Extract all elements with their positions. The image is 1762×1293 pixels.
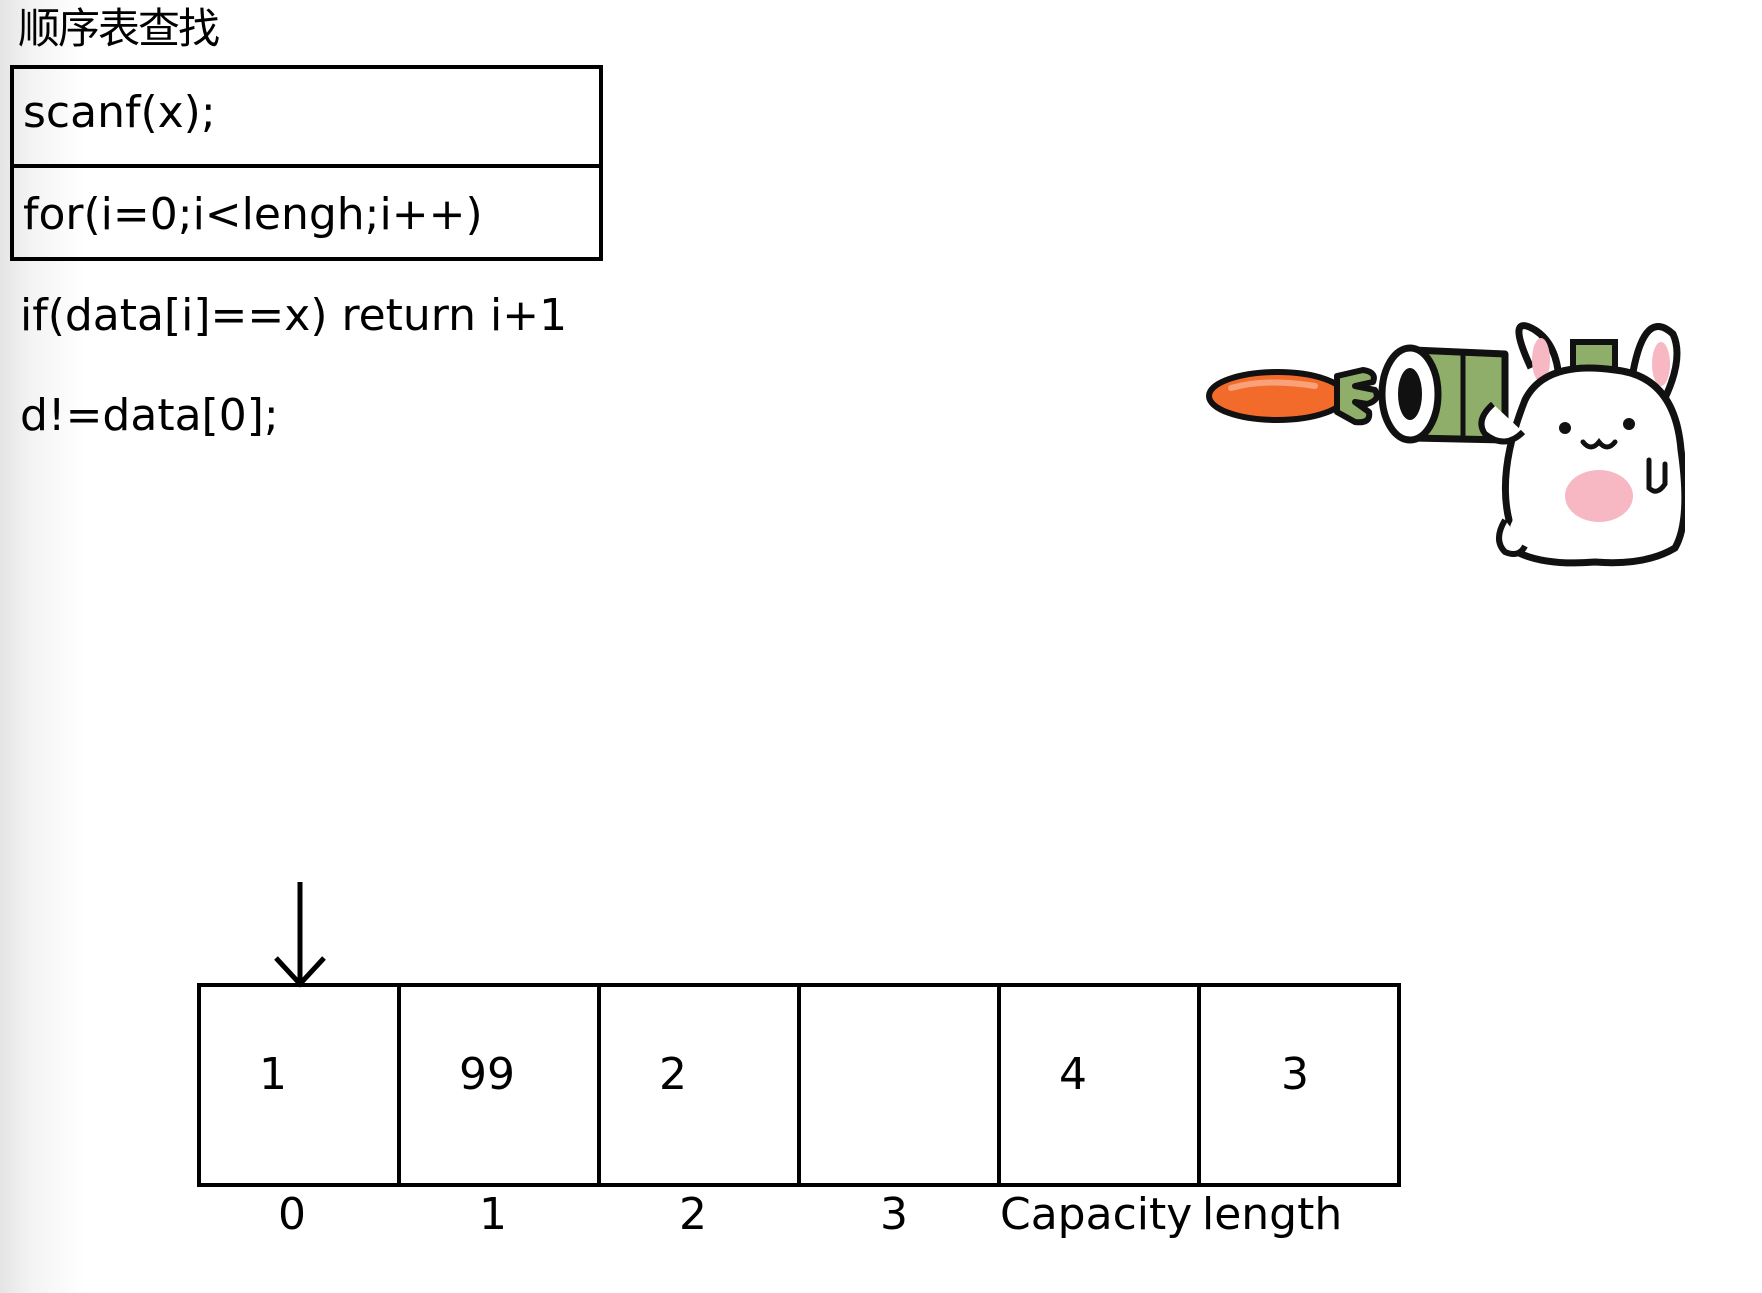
array-cell-value: 3 <box>1281 1049 1309 1100</box>
code-line-for: for(i=0;i<lengh;i++) <box>23 189 483 240</box>
code-line-scanf: scanf(x); <box>23 87 216 138</box>
array-index-label: 2 <box>679 1189 707 1240</box>
array-cell-value: 99 <box>459 1049 515 1100</box>
bunny-icon <box>1478 322 1685 567</box>
array-index-label: 3 <box>880 1189 908 1240</box>
array-cell-value: 2 <box>659 1049 687 1100</box>
array-cell: 4 <box>1001 987 1201 1183</box>
page-title: 顺序表查找 <box>18 4 220 53</box>
array-cell: 2 <box>601 987 801 1183</box>
sequence-table-array: 1 99 2 4 3 <box>197 983 1401 1187</box>
array-cell: 1 <box>201 987 401 1183</box>
array-index-label: 0 <box>278 1189 306 1240</box>
code-line-assign: d!=data[0]; <box>20 390 279 441</box>
array-index-label: Capacity <box>1000 1189 1193 1240</box>
array-cell: 3 <box>1201 987 1397 1183</box>
code-box-divider <box>14 164 599 168</box>
array-index-label: length <box>1202 1189 1343 1240</box>
array-index-label: 1 <box>479 1189 507 1240</box>
array-cell-value: 1 <box>259 1049 287 1100</box>
array-cell: 99 <box>401 987 601 1183</box>
carrot-icon <box>1206 367 1380 426</box>
bunny-carrot-cannon-icon <box>1206 322 1685 567</box>
array-cell <box>801 987 1001 1183</box>
array-cell-value: 4 <box>1059 1049 1087 1100</box>
code-line-if: if(data[i]==x) return i+1 <box>20 290 568 341</box>
code-box: scanf(x); for(i=0;i<lengh;i++) <box>10 65 603 261</box>
down-arrow-icon <box>274 882 326 988</box>
